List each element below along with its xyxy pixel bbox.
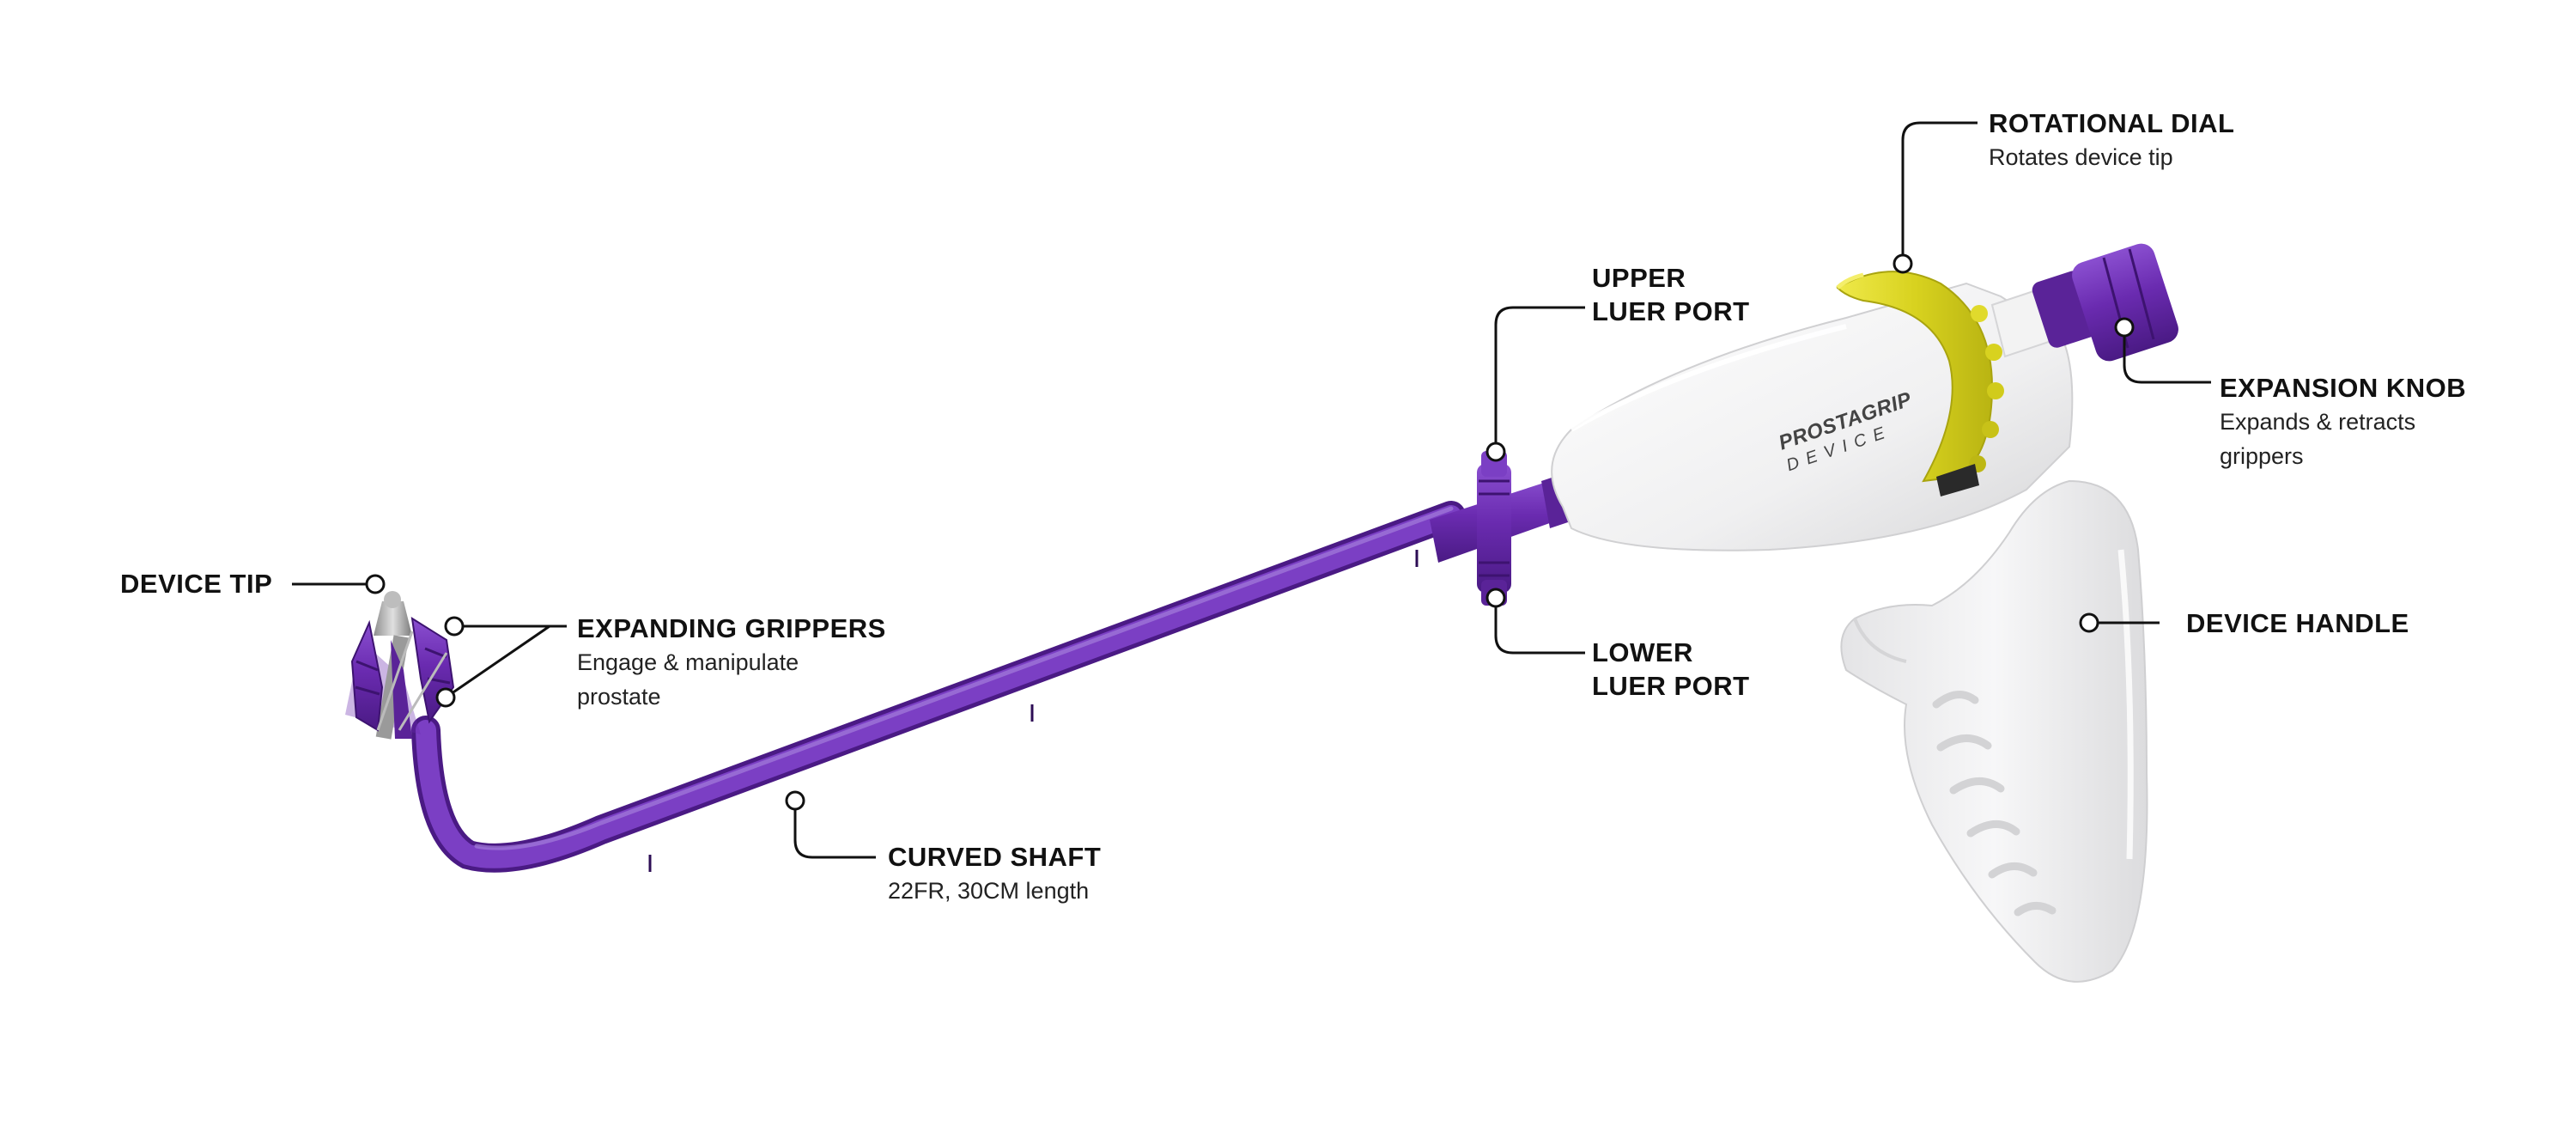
leader-expanding-grippers-2	[445, 624, 550, 699]
expansion-knob-desc-2: grippers	[2220, 443, 2304, 469]
expansion-knob-art	[1990, 243, 2178, 362]
lower-luer-port-line2: LUER PORT	[1592, 671, 1750, 701]
callout-device-handle: DEVICE HANDLE	[2186, 606, 2409, 640]
dot-device-tip	[365, 574, 386, 594]
leader-expansion-knob	[2123, 327, 2211, 384]
callout-lower-luer-port: LOWER LUER PORT	[1592, 636, 1750, 703]
curved-shaft-title: CURVED SHAFT	[888, 842, 1102, 872]
dot-expanding-grippers-upper	[444, 616, 465, 637]
dot-curved-shaft	[785, 790, 805, 811]
leader-lower-luer-port	[1494, 601, 1585, 655]
expanding-grippers-title: EXPANDING GRIPPERS	[577, 613, 886, 643]
dot-expanding-grippers-lower	[435, 687, 456, 708]
expansion-knob-title: EXPANSION KNOB	[2220, 373, 2467, 403]
callout-device-tip: DEVICE TIP	[120, 567, 272, 600]
callout-dots	[365, 253, 2135, 811]
lower-luer-port-line1: LOWER	[1592, 637, 1693, 667]
dot-expansion-knob	[2114, 317, 2135, 338]
device-handle-art	[1840, 479, 2148, 983]
dot-device-handle	[2079, 612, 2099, 633]
expanding-grippers-desc-1: Engage & manipulate	[577, 649, 799, 675]
device-handle-title: DEVICE HANDLE	[2186, 608, 2409, 638]
device-tip-title: DEVICE TIP	[120, 569, 273, 599]
callout-upper-luer-port: UPPER LUER PORT	[1592, 261, 1750, 328]
dot-rotational-dial	[1893, 253, 1913, 274]
curved-shaft	[411, 501, 1466, 873]
dot-lower-luer-port	[1485, 588, 1506, 608]
callout-rotational-dial: ROTATIONAL DIAL Rotates device tip	[1989, 107, 2234, 174]
dot-upper-luer-port	[1485, 442, 1506, 462]
callout-expanding-grippers: EXPANDING GRIPPERS Engage & manipulate p…	[577, 612, 886, 714]
expansion-knob-desc-1: Expands & retracts	[2220, 409, 2416, 435]
callout-expansion-knob: EXPANSION KNOB Expands & retracts grippe…	[2220, 371, 2466, 473]
rotational-dial-title: ROTATIONAL DIAL	[1989, 108, 2235, 138]
slot-window	[1936, 464, 1979, 497]
upper-luer-port-line2: LUER PORT	[1592, 296, 1750, 326]
upper-luer-port-line1: UPPER	[1592, 263, 1686, 293]
leader-upper-luer-port	[1494, 306, 1585, 449]
leader-lines	[292, 121, 2211, 859]
leader-curved-shaft	[793, 801, 876, 859]
expanding-grippers-desc-2: prostate	[577, 684, 661, 710]
device-tip-art	[345, 591, 455, 740]
callout-curved-shaft: CURVED SHAFT 22FR, 30CM length	[888, 840, 1101, 908]
leader-rotational-dial	[1901, 121, 1978, 264]
rotational-dial-desc: Rotates device tip	[1989, 144, 2173, 170]
curved-shaft-desc: 22FR, 30CM length	[888, 878, 1090, 904]
